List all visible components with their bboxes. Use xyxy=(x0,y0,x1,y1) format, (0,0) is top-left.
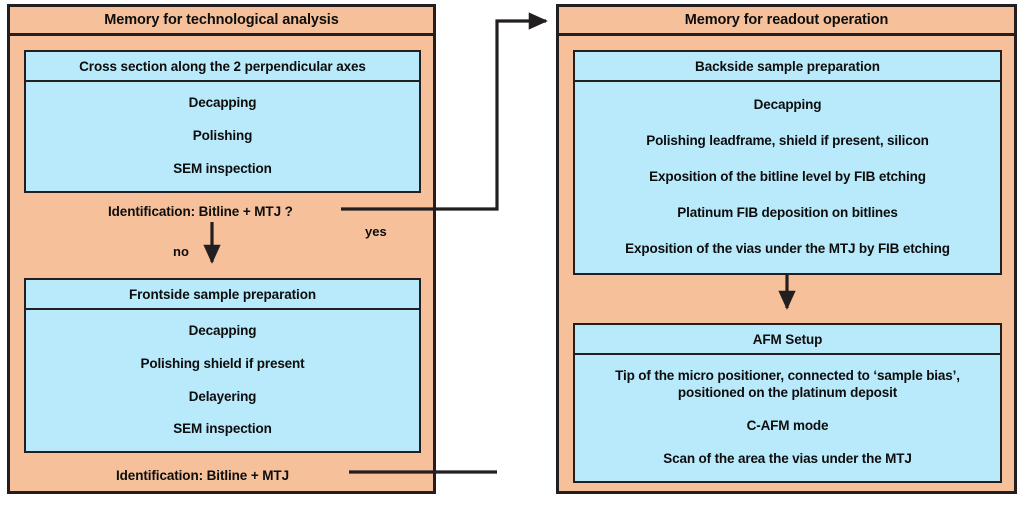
step-item: SEM inspection xyxy=(173,161,272,177)
box-afm-setup: AFM Setup Tip of the micro positioner, c… xyxy=(573,323,1002,483)
step-item: Decapping xyxy=(188,323,257,338)
box-cross-section-title: Cross section along the 2 perpendicular … xyxy=(26,52,419,82)
step-item: Scan of the area the vias under the MTJ xyxy=(663,451,912,467)
step-item: C-AFM mode xyxy=(746,417,829,433)
step-item: Decapping xyxy=(188,95,257,111)
box-cross-section: Cross section along the 2 perpendicular … xyxy=(24,50,421,193)
right-panel-title: Memory for readout operation xyxy=(559,7,1014,36)
box-backside-title: Backside sample preparation xyxy=(575,52,1000,82)
box-afm-setup-steps: Tip of the micro positioner, connected t… xyxy=(575,355,1000,481)
box-backside-sample-preparation: Backside sample preparation Decapping Po… xyxy=(573,50,1002,275)
step-item: Exposition of the bitline level by FIB e… xyxy=(649,169,926,185)
step-item: Decapping xyxy=(753,96,822,112)
step-item: Polishing leadframe, shield if present, … xyxy=(646,132,929,148)
left-panel-title: Memory for technological analysis xyxy=(10,7,433,36)
step-item: SEM inspection xyxy=(173,421,272,437)
step-item: Polishing shield if present xyxy=(140,355,305,371)
box-afm-setup-title: AFM Setup xyxy=(575,325,1000,355)
step-item: Tip of the micro positioner, connected t… xyxy=(615,368,960,400)
box-frontside-sample-preparation: Frontside sample preparation Decapping P… xyxy=(24,278,421,453)
branch-label-yes: yes xyxy=(365,224,387,239)
step-item: Delayering xyxy=(188,388,257,404)
box-backside-steps: Decapping Polishing leadframe, shield if… xyxy=(575,82,1000,273)
step-item: Polishing xyxy=(192,128,253,144)
outcome-identification-bitline-mtj: Identification: Bitline + MTJ xyxy=(116,468,289,483)
box-frontside-title: Frontside sample preparation xyxy=(26,280,419,310)
panel-memory-technological-analysis: Memory for technological analysis Cross … xyxy=(7,4,436,494)
box-frontside-steps: Decapping Polishing shield if present De… xyxy=(26,310,419,451)
panel-memory-readout-operation: Memory for readout operation Backside sa… xyxy=(556,4,1017,494)
step-item: Platinum FIB deposition on bitlines xyxy=(677,205,898,221)
branch-label-no: no xyxy=(173,244,189,259)
box-cross-section-steps: Decapping Polishing SEM inspection xyxy=(26,82,419,191)
step-item: Exposition of the vias under the MTJ by … xyxy=(625,241,950,257)
decision-identification-bitline-mtj: Identification: Bitline + MTJ ? xyxy=(108,204,293,219)
